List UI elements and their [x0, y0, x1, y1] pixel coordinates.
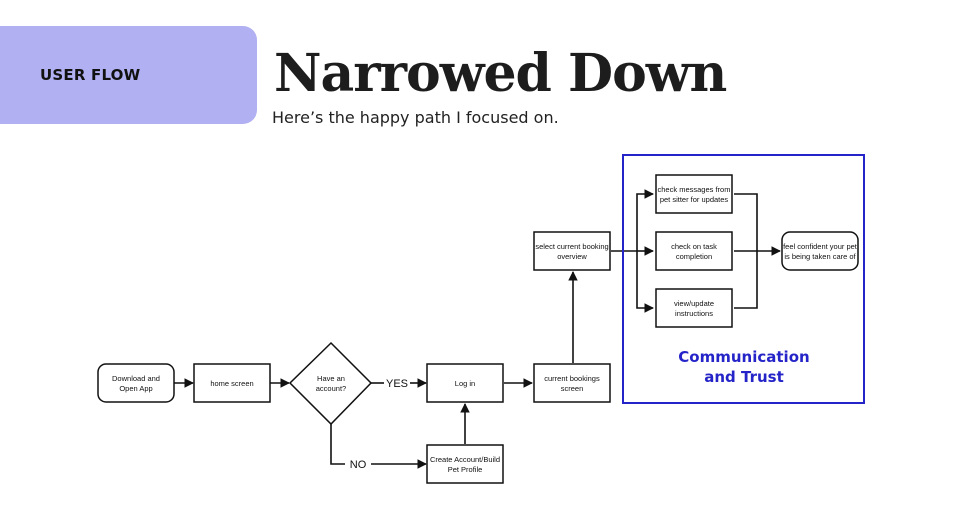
page-title: Narrowed Down — [274, 43, 727, 104]
node-account-line-1: Have an — [317, 374, 345, 383]
flow-node-confident: feel confident your pet is being taken c… — [781, 231, 859, 271]
node-tasks-line-2: completion — [676, 252, 712, 261]
node-select-line-2: overview — [557, 252, 587, 261]
communication-trust-group — [622, 154, 865, 404]
edge-account-no — [330, 424, 345, 465]
node-messages-line-1: check messages from — [658, 185, 731, 194]
node-create-line-2: Pet Profile — [448, 465, 483, 474]
edge-split-messages — [636, 189, 654, 251]
node-login-line-1: Log in — [455, 379, 475, 388]
flow-node-login: Log in — [426, 363, 504, 403]
page-subtitle: Here’s the happy path I focused on. — [272, 108, 559, 127]
flow-node-tasks: check on task completion — [655, 231, 733, 271]
node-confident-line-2: is being taken care of — [784, 252, 856, 261]
node-confident-line-1: feel confident your pet — [783, 242, 858, 251]
edge-label-no: NO — [350, 459, 367, 471]
node-bookings-line-2: screen — [561, 384, 584, 393]
node-messages-line-2: pet sitter for updates — [660, 195, 729, 204]
flow-node-create: Create Account/Build Pet Profile — [426, 444, 504, 484]
node-home-line-1: home screen — [210, 379, 253, 388]
node-download-line-1: Download and — [112, 374, 160, 383]
node-account-line-2: account? — [316, 384, 346, 393]
node-instructions-line-1: view/update — [674, 299, 714, 308]
flow-node-home: home screen — [193, 363, 271, 403]
flow-node-account-decision: Have an account? — [288, 341, 373, 426]
node-bookings-line-1: current bookings — [544, 374, 600, 383]
flow-edges — [174, 189, 781, 469]
section-tab — [0, 26, 257, 124]
node-download-line-2: Open App — [119, 384, 152, 393]
group-label-line-2: and Trust — [704, 368, 784, 386]
group-label-line-1: Communication — [678, 348, 809, 366]
flow-node-download: Download and Open App — [97, 363, 175, 403]
flow-node-select: select current booking overview — [533, 231, 611, 271]
edge-label-yes: YES — [386, 378, 408, 390]
node-tasks-line-1: check on task — [671, 242, 717, 251]
edge-split-instructions — [636, 251, 654, 313]
node-select-line-1: select current booking — [535, 242, 608, 251]
flow-node-bookings: current bookings screen — [533, 363, 611, 403]
flow-node-instructions: view/update instructions — [655, 288, 733, 328]
node-create-line-1: Create Account/Build — [430, 455, 500, 464]
node-instructions-line-2: instructions — [675, 309, 713, 318]
flow-node-messages: check messages from pet sitter for updat… — [655, 174, 733, 214]
section-label: USER FLOW — [40, 66, 141, 84]
